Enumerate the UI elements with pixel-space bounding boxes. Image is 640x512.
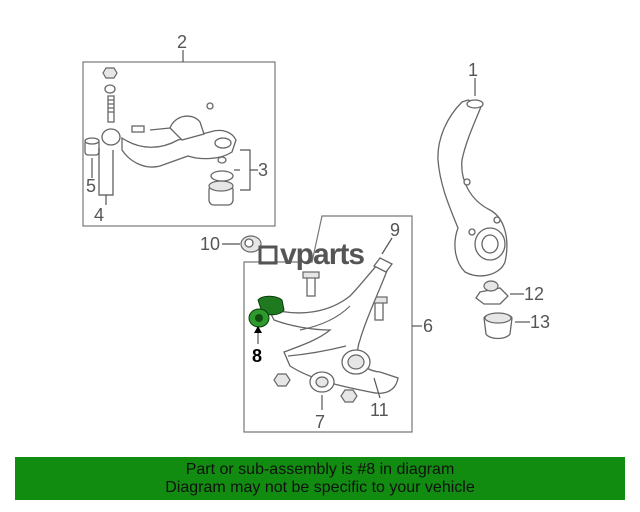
arm-bolt [131,125,145,133]
watermark-text: vparts [280,238,365,271]
upper-washer [104,84,116,94]
lower-arm-group: 6 10 9 11 7 [200,215,433,433]
bolt-right [374,301,384,321]
parts-diagram: 2 3 5 4 1 [82,32,550,433]
oring-3 [210,170,234,182]
callout-6[interactable]: 6 [423,316,433,336]
callout-12[interactable]: 12 [524,284,544,304]
nut-left [273,373,291,387]
callout-5[interactable]: 5 [86,176,96,196]
upper-arm-group: 2 3 5 4 [82,32,276,227]
bolt-left [306,275,316,297]
lower-control-arm [266,261,399,394]
vparts-watermark: vparts [258,238,365,271]
callout-11[interactable]: 11 [370,400,389,420]
callout-7[interactable]: 7 [315,412,325,432]
callout-4[interactable]: 4 [94,205,104,225]
ball-joint-12 [475,287,509,305]
banner-line-2: Diagram may not be specific to your vehi… [165,478,475,496]
info-banner: Part or sub-assembly is #8 in diagram Di… [15,457,625,500]
nut-right [340,389,358,403]
upper-control-arm [121,129,237,168]
banner-line-1: Part or sub-assembly is #8 in diagram [185,460,455,478]
upper-nut [102,67,118,79]
upper-ball-joint [101,128,121,146]
ball-joint-stud [107,95,115,123]
callout-9[interactable]: 9 [390,220,400,240]
callout-8[interactable]: 8 [252,346,262,366]
callout-2[interactable]: 2 [177,32,187,52]
part-8-highlight[interactable] [248,295,285,328]
callout-10[interactable]: 10 [200,234,220,254]
callout-1[interactable]: 1 [468,60,478,80]
lower-arm-box [243,215,413,433]
vparts-logo-icon [258,245,278,265]
callout-3[interactable]: 3 [258,160,268,180]
callout-13[interactable]: 13 [530,312,550,332]
knuckle-group: 1 12 13 [437,60,550,340]
upper-arm-box [82,61,276,227]
